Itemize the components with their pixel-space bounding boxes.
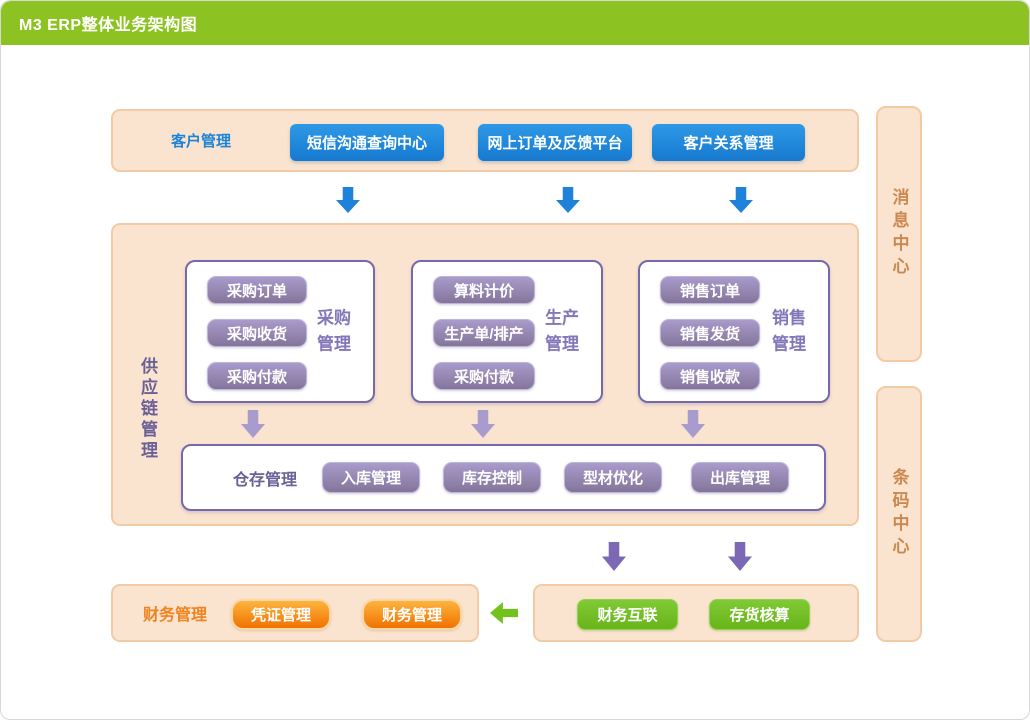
barcode-center-label: 条码中心 — [889, 468, 909, 560]
module-inventory-control[interactable]: 库存控制 — [443, 462, 541, 493]
module-inventory-accounting[interactable]: 存货核算 — [709, 599, 810, 630]
module-finance-mgmt[interactable]: 财务管理 — [362, 599, 462, 630]
warehouse-box: 仓存管理 入库管理 库存控制 型材优化 出库管理 — [181, 444, 826, 511]
module-purchase-payment-2[interactable]: 采购付款 — [433, 362, 535, 390]
flow-arrow-down-icon — [471, 410, 495, 438]
module-sms-center[interactable]: 短信沟通查询中心 — [290, 124, 444, 161]
customer-panel: 客户管理 短信沟通查询中心 网上订单及反馈平台 客户关系管理 — [111, 109, 859, 172]
module-crm[interactable]: 客户关系管理 — [652, 124, 805, 161]
supply-chain-label: 供应链管理 — [138, 357, 157, 462]
supply-chain-panel: 供应链管理 采购订单 采购收货 采购付款 采购 管理 算料计价 生产单/排产 采… — [111, 223, 859, 526]
module-material-pricing[interactable]: 算料计价 — [433, 276, 535, 304]
purchase-group-label: 采购 管理 — [317, 308, 351, 354]
page-title: M3 ERP整体业务架构图 — [19, 17, 198, 34]
module-voucher-mgmt[interactable]: 凭证管理 — [231, 599, 331, 630]
module-purchase-receipt[interactable]: 采购收货 — [207, 319, 307, 347]
sales-group-label: 销售 管理 — [772, 308, 806, 354]
sales-group-box: 销售订单 销售发货 销售收款 销售 管理 — [638, 260, 830, 403]
flow-arrow-down-icon — [728, 542, 752, 571]
message-center-label: 消息中心 — [889, 188, 909, 280]
module-online-order-platform[interactable]: 网上订单及反馈平台 — [478, 124, 632, 161]
flow-arrow-left-icon — [490, 602, 518, 624]
production-group-box: 算料计价 生产单/排产 采购付款 生产 管理 — [411, 260, 603, 403]
flow-arrow-down-icon — [556, 187, 580, 213]
message-center-panel: 消息中心 — [876, 106, 922, 362]
module-profile-optimization[interactable]: 型材优化 — [564, 462, 662, 493]
flow-arrow-down-icon — [336, 187, 360, 213]
module-finance-interlink[interactable]: 财务互联 — [577, 599, 678, 630]
module-inbound-mgmt[interactable]: 入库管理 — [322, 462, 420, 493]
integration-panel: 财务互联 存货核算 — [533, 584, 859, 642]
module-purchase-order[interactable]: 采购订单 — [207, 276, 307, 304]
module-production-scheduling[interactable]: 生产单/排产 — [433, 319, 535, 347]
module-purchase-payment[interactable]: 采购付款 — [207, 362, 307, 390]
barcode-center-panel: 条码中心 — [876, 386, 922, 642]
finance-panel-label: 财务管理 — [143, 607, 208, 624]
flow-arrow-down-icon — [602, 542, 626, 571]
flow-arrow-down-icon — [729, 187, 753, 213]
finance-panel: 财务管理 凭证管理 财务管理 — [111, 584, 479, 642]
production-group-label: 生产 管理 — [545, 308, 579, 354]
header-bar: M3 ERP整体业务架构图 — [1, 1, 1029, 45]
flow-arrow-down-icon — [241, 410, 265, 438]
module-outbound-mgmt[interactable]: 出库管理 — [691, 462, 789, 493]
module-sales-order[interactable]: 销售订单 — [660, 276, 760, 304]
customer-panel-label: 客户管理 — [171, 133, 232, 150]
flow-arrow-down-icon — [681, 410, 705, 438]
purchase-group-box: 采购订单 采购收货 采购付款 采购 管理 — [185, 260, 375, 403]
module-sales-delivery[interactable]: 销售发货 — [660, 319, 760, 347]
module-sales-collection[interactable]: 销售收款 — [660, 362, 760, 390]
warehouse-label: 仓存管理 — [233, 471, 298, 489]
